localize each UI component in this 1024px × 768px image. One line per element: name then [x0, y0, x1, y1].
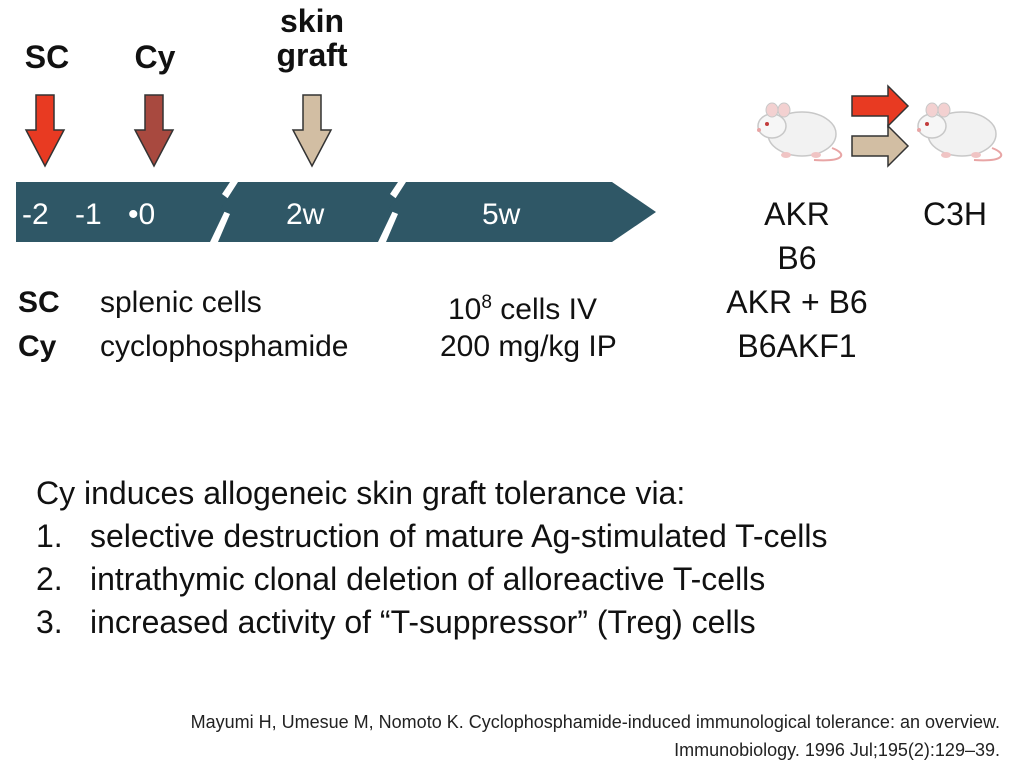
timeline-segment-3: [386, 182, 656, 242]
list-item: 1. selective destruction of mature Ag-sti…: [36, 515, 828, 558]
sc-event-label: SC: [24, 39, 70, 75]
timeline-tick-minus2: -2: [22, 198, 49, 231]
timeline-tick-0: •0: [128, 198, 155, 232]
list-item-number: 2.: [36, 561, 63, 597]
timeline-week2: 2w: [286, 198, 325, 231]
skin-graft-line2: graft: [276, 37, 348, 73]
timeline-diagram: [16, 84, 1003, 242]
graft-transfer-arrow-icon: [851, 124, 910, 168]
donor-strain-akr-b6: AKR + B6: [726, 284, 868, 320]
list-item-text: selective destruction of mature Ag-stimu…: [90, 518, 828, 554]
timeline-week5: 5w: [482, 198, 521, 231]
citation-line1: Mayumi H, Umesue M, Nomoto K. Cyclophosp…: [190, 712, 1000, 732]
legend-sc-dose: 108 cells IV: [448, 285, 597, 328]
skin-graft-line1: skin: [279, 3, 345, 39]
legend-cy-dose: 200 mg/kg IP: [440, 330, 617, 363]
mechanism-summary: Cy induces allogeneic skin graft toleran…: [36, 472, 828, 644]
timeline-segment-1: [16, 182, 230, 242]
legend-cy-abbr: Cy: [18, 330, 57, 363]
list-item-number: 3.: [36, 604, 63, 640]
recipient-mouse-icon: [917, 102, 1003, 162]
legend-sc-dose-base: 10: [448, 293, 482, 326]
cy-arrow-icon: [133, 94, 175, 168]
sc-transfer-arrow-icon: [851, 84, 910, 128]
list-item: 3. increased activity of “T-suppressor” (…: [36, 601, 828, 644]
legend-cy-meaning: cyclophosphamide: [100, 330, 349, 363]
timeline-tick-zero-label: 0: [138, 198, 156, 231]
list-item-text: increased activity of “T-suppressor” (Tr…: [90, 604, 756, 640]
legend-sc-abbr: SC: [18, 286, 60, 319]
list-item-number: 1.: [36, 518, 63, 554]
summary-intro: Cy induces allogeneic skin graft toleran…: [36, 475, 686, 511]
donor-mouse-icon: [757, 102, 843, 162]
timeline-segment-2: [218, 182, 398, 242]
legend-sc-meaning: splenic cells: [100, 286, 262, 319]
list-item-text: intrathymic clonal deletion of alloreact…: [90, 561, 766, 597]
timeline-tick-minus1: -1: [75, 198, 102, 231]
citation-line2: Immunobiology. 1996 Jul;195(2):129–39.: [674, 740, 1000, 760]
skin-graft-event-label: skin graft: [252, 4, 372, 72]
donor-strain-akr: AKR: [764, 196, 830, 232]
legend-sc-dose-exponent: 8: [481, 292, 492, 313]
legend-sc-dose-rest: cells IV: [491, 293, 597, 326]
timeline-bullet: •: [128, 198, 139, 231]
donor-strain-list: AKR B6 AKR + B6 B6AKF1: [697, 196, 897, 364]
recipient-strain: C3H: [922, 196, 987, 232]
mechanism-list: 1. selective destruction of mature Ag-sti…: [36, 515, 828, 644]
skin-graft-arrow-icon: [291, 94, 333, 168]
donor-strain-b6: B6: [777, 240, 817, 276]
cy-event-label: Cy: [134, 39, 176, 75]
list-item: 2. intrathymic clonal deletion of allorea…: [36, 558, 828, 601]
donor-strain-b6akf1: B6AKF1: [737, 328, 857, 364]
sc-arrow-icon: [24, 94, 66, 168]
citation: Mayumi H, Umesue M, Nomoto K. Cyclophosp…: [191, 708, 1000, 764]
